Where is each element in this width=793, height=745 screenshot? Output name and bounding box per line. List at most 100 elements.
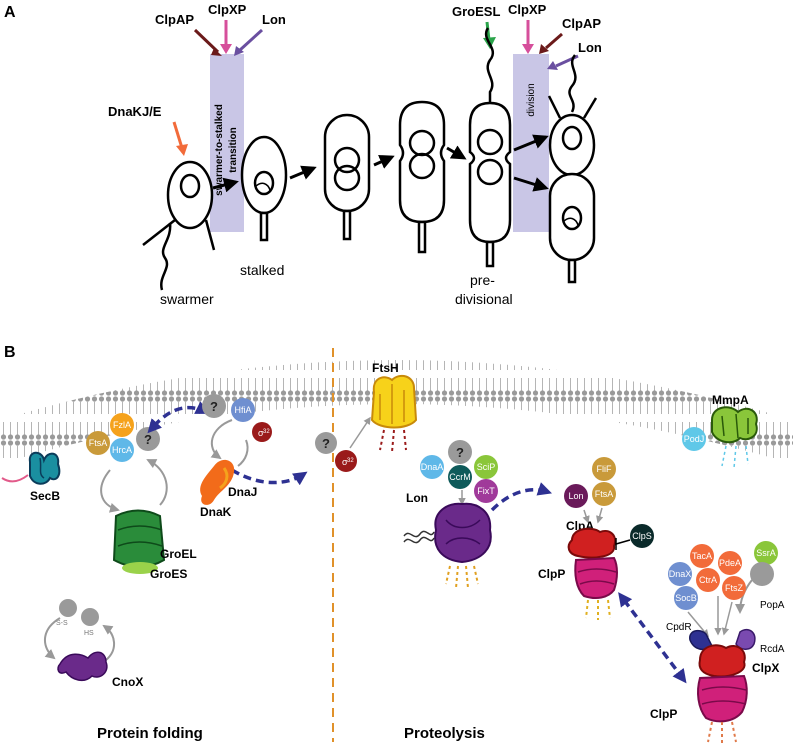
lon-adapter-circle [564, 484, 588, 508]
label-clps: ClpS [632, 531, 652, 541]
label-sigma-2: σ [342, 457, 348, 467]
transition-label-1: swarmer-to-stalked [214, 104, 225, 196]
label-fixt: FixT [477, 486, 495, 496]
label-secb: SecB [30, 489, 60, 503]
panel-b-label: B [4, 344, 16, 361]
folding-exchange-arrow [147, 401, 210, 434]
label-ftsh: FtsH [372, 361, 399, 375]
cell-stage-3 [323, 113, 371, 241]
label-q1: ? [144, 432, 152, 447]
label-taca: TacA [692, 551, 712, 561]
label-cpdr: CpdR [666, 622, 692, 633]
hfia-circle [231, 398, 255, 422]
label-q3: ? [322, 436, 330, 451]
section-protein-folding: Protein folding [97, 725, 203, 742]
membrane [0, 360, 793, 464]
label-clpap-1: ClpAP [155, 12, 194, 27]
sigma-transfer-arrow [231, 468, 308, 486]
mmpa-protein [711, 406, 758, 469]
ftsa-2-circle [592, 482, 616, 506]
lon-protease [434, 502, 492, 589]
label-mmpa: MmpA [712, 393, 749, 407]
unknown-2-circle [202, 394, 226, 418]
label-ftsz: FtsZ [725, 583, 743, 593]
label-predivisional-1: pre- [470, 272, 495, 288]
label-dnak: DnaK [200, 505, 232, 519]
label-hrca: HrcA [112, 445, 132, 455]
ftsa-1-circle [86, 431, 110, 455]
label-fzla: FzlA [113, 420, 131, 430]
label-clpxp-2: ClpXP [508, 2, 547, 17]
label-podj: PodJ [684, 434, 705, 444]
label-flif: FliF [597, 464, 612, 474]
swarmer-cell [142, 160, 216, 291]
label-hfia: HfiA [234, 405, 251, 415]
label-rcda: RcdA [760, 644, 785, 655]
unknown-3-circle [315, 432, 337, 454]
label-ss: S-S [56, 620, 68, 627]
label-q4: ? [456, 445, 464, 460]
label-stalked: stalked [240, 262, 284, 278]
taca-circle [690, 544, 714, 568]
dna-strand [403, 530, 435, 538]
label-scip: SciP [477, 462, 496, 472]
groel-chaperonin [112, 509, 166, 574]
clpxp-protease [689, 628, 756, 744]
dnak-protein [200, 459, 235, 505]
swarmer-to-stalked-band [210, 54, 244, 232]
label-cnox: CnoX [112, 675, 143, 689]
cell-predivisional [468, 27, 512, 268]
unknown-4-circle [448, 440, 472, 464]
daughter-swarmer-cell [547, 54, 598, 177]
podj-circle [682, 427, 706, 451]
scip-circle [474, 455, 498, 479]
label-popa: PopA [760, 600, 785, 611]
arrow-clpap-2 [545, 32, 563, 50]
stalked-cell [240, 135, 288, 242]
label-clpp-2: ClpP [650, 707, 677, 721]
label-lon-1: Lon [262, 12, 286, 27]
hrca-circle [110, 438, 134, 462]
ftsz-circle [722, 576, 746, 600]
arrow-lon-1 [238, 28, 264, 52]
clps-inhibition [615, 539, 631, 545]
panel-a-label: A [4, 4, 16, 21]
label-ssra: SsrA [756, 548, 776, 558]
label-ftsa-1: FtsA [89, 438, 108, 448]
sigma-1-circle [252, 422, 272, 442]
label-dnaj: DnaJ [228, 485, 257, 499]
label-groel: GroEL [160, 547, 197, 561]
label-swarmer: swarmer [160, 291, 214, 307]
fzla-circle [110, 413, 134, 437]
label-socb: SocB [675, 593, 697, 603]
arrow-groesl [485, 21, 491, 41]
label-groesl: GroESL [452, 4, 500, 19]
section-proteolysis: Proteolysis [404, 725, 485, 742]
groel-cycle-arrow-2 [146, 459, 168, 506]
label-predivisional-2: divisional [455, 291, 513, 307]
label-q2: ? [210, 399, 218, 414]
cell-stage-4 [398, 100, 446, 254]
clpap-protease [567, 527, 618, 620]
label-hs: HS [84, 630, 94, 637]
label-ccrm: CcrM [449, 472, 471, 482]
ftsh-protease [370, 374, 418, 453]
ssra-circle [754, 541, 778, 565]
dnax-circle [668, 562, 692, 586]
clps-circle [630, 524, 654, 548]
dnaj-line [237, 439, 249, 467]
label-clpap-2: ClpAP [562, 16, 601, 31]
progression-arrows [212, 134, 549, 193]
label-lon-adapter: Lon [568, 491, 583, 501]
label-clpxp-1: ClpXP [208, 2, 247, 17]
label-lon-2: Lon [578, 40, 602, 55]
label-clpx: ClpX [752, 661, 779, 675]
label-dnakje: DnaKJ/E [108, 104, 162, 119]
clpa-clpx-exchange-arrow [618, 592, 687, 684]
label-clpp-1: ClpP [538, 567, 565, 581]
fixt-circle [474, 479, 498, 503]
label-lon-b: Lon [406, 491, 428, 505]
popa-ligand [750, 562, 774, 586]
label-sigma-1: σ [258, 428, 264, 438]
